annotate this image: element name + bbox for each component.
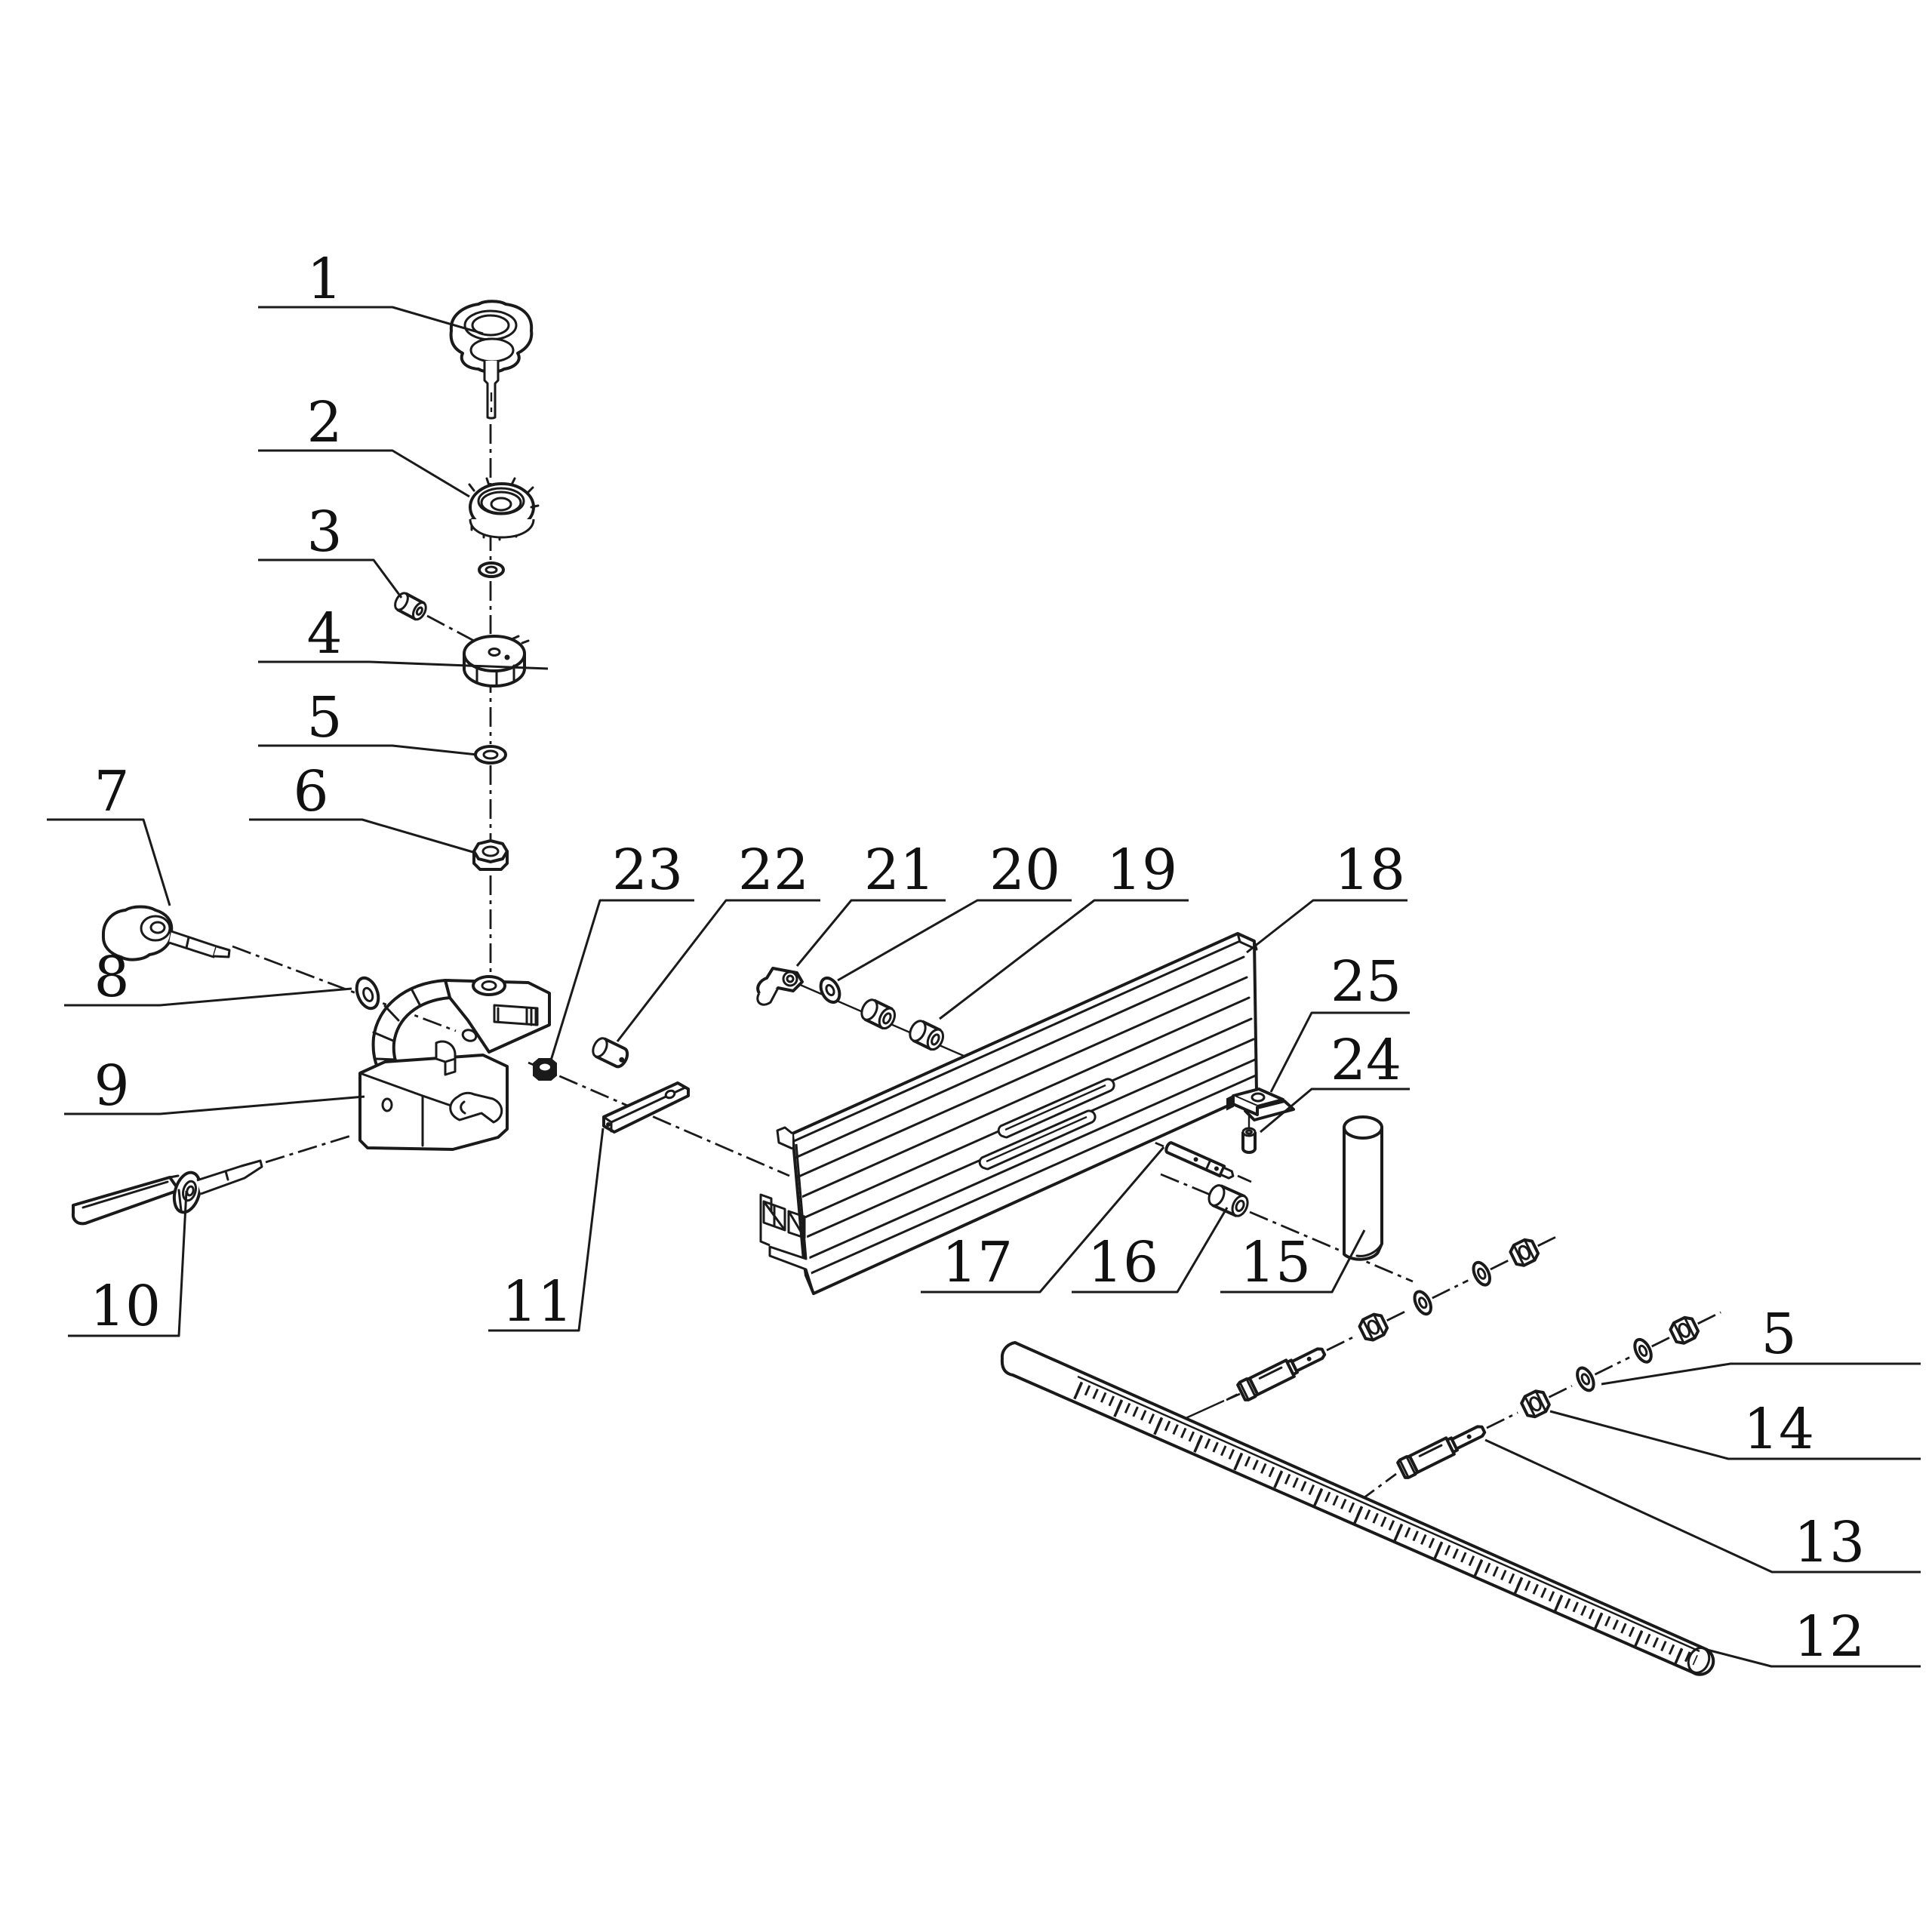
part-9-clamp-bracket bbox=[358, 975, 551, 1151]
part-10-lock-handle bbox=[71, 1159, 263, 1226]
callout-13-label: 13 bbox=[1794, 1510, 1865, 1575]
callout-1-leader bbox=[258, 306, 484, 335]
callout-25-leader bbox=[1269, 1011, 1410, 1093]
callout-2-label: 2 bbox=[306, 390, 342, 455]
callout-17-label: 17 bbox=[942, 1230, 1013, 1295]
callout-14-leader bbox=[1549, 1410, 1921, 1460]
callout-20-label: 20 bbox=[989, 838, 1060, 903]
callout-9-label: 9 bbox=[94, 1054, 129, 1118]
part-5-washer-b2 bbox=[1633, 1337, 1653, 1364]
callout-6-leader bbox=[249, 818, 476, 854]
callout-20-leader bbox=[837, 899, 1072, 982]
fence-slot-upper bbox=[997, 1078, 1115, 1139]
callout-5r-leader bbox=[1601, 1362, 1921, 1386]
callout-7-label: 7 bbox=[94, 759, 129, 824]
callout-2-leader bbox=[258, 449, 470, 498]
callout-5-label: 5 bbox=[306, 685, 342, 750]
part-2b-washer bbox=[478, 561, 505, 578]
callout-9-leader bbox=[64, 1095, 365, 1115]
fence-slot-lower bbox=[978, 1109, 1097, 1171]
callout-16-label: 16 bbox=[1088, 1230, 1158, 1295]
part-7-clamp-bolt bbox=[101, 905, 231, 961]
callout-24-label: 24 bbox=[1331, 1028, 1401, 1093]
callout-1-label: 1 bbox=[306, 247, 342, 312]
part-3-pin bbox=[394, 592, 427, 621]
part-2-lock-knob bbox=[468, 477, 540, 541]
callout-19-label: 19 bbox=[1106, 838, 1177, 903]
part-12-graduated-rod bbox=[1000, 1341, 1715, 1676]
callout-14-label: 14 bbox=[1743, 1397, 1814, 1462]
nut bbox=[1509, 1238, 1540, 1267]
hardware-chain-b bbox=[1396, 1311, 1721, 1479]
callout-11-leader bbox=[488, 1128, 605, 1332]
callout-25-label: 25 bbox=[1331, 949, 1401, 1014]
part-15-tube bbox=[1343, 1115, 1383, 1261]
part-25-clamp-plate bbox=[1226, 1088, 1295, 1121]
part-24-pin bbox=[1241, 1127, 1257, 1154]
callout-8-leader bbox=[64, 987, 352, 1007]
part-18-fence-extrusion bbox=[759, 932, 1258, 1295]
callout-12-leader bbox=[1706, 1648, 1921, 1668]
part-6-nut bbox=[472, 839, 509, 871]
part-21-clip bbox=[756, 967, 804, 1006]
callout-3-label: 3 bbox=[306, 500, 342, 565]
part-22-pin bbox=[592, 1037, 629, 1069]
callout-leaders bbox=[47, 306, 1921, 1668]
callout-7-leader bbox=[47, 818, 171, 906]
callout-23-leader bbox=[549, 899, 694, 1061]
callout-15-leader bbox=[1220, 1229, 1366, 1294]
callout-17-leader bbox=[921, 1146, 1165, 1294]
callout-22-leader bbox=[616, 899, 820, 1042]
nut bbox=[1669, 1315, 1700, 1345]
washer bbox=[1413, 1290, 1432, 1316]
callout-3-leader bbox=[258, 558, 403, 598]
callout-18-label: 18 bbox=[1334, 838, 1405, 903]
part-13-stud bbox=[1396, 1425, 1487, 1479]
part-11-slide-bar bbox=[602, 1081, 690, 1134]
callout-13-leader bbox=[1484, 1438, 1921, 1574]
part-5-washer-b1 bbox=[1576, 1366, 1595, 1392]
callout-5r-label: 5 bbox=[1761, 1302, 1796, 1367]
callout-6-label: 6 bbox=[293, 759, 328, 824]
hardware-chain-a bbox=[1227, 1234, 1560, 1401]
callout-4-leader bbox=[258, 660, 549, 670]
part-1-knob bbox=[449, 300, 534, 420]
part-14-nut bbox=[1520, 1389, 1551, 1419]
callout-18-leader bbox=[1246, 899, 1407, 954]
callout-23-label: 23 bbox=[612, 838, 683, 903]
callout-10-label: 10 bbox=[90, 1274, 161, 1339]
callout-labels: 1 2 3 4 5 6 7 8 9 10 11 23 22 21 20 19 1… bbox=[90, 247, 1865, 1669]
callout-24-leader bbox=[1260, 1088, 1410, 1134]
callout-11-label: 11 bbox=[502, 1269, 573, 1334]
callout-5-leader bbox=[258, 744, 478, 756]
part-4-cam-disc bbox=[463, 635, 530, 688]
part-8-washer bbox=[355, 976, 380, 1011]
callout-4-label: 4 bbox=[306, 601, 342, 666]
callout-10-leader bbox=[68, 1190, 188, 1337]
part-17-slot-stud bbox=[1164, 1141, 1235, 1180]
part-5-washer bbox=[474, 745, 507, 764]
washer bbox=[1472, 1260, 1491, 1287]
callout-22-label: 22 bbox=[738, 838, 809, 903]
part-20-washer bbox=[819, 976, 841, 1004]
nut bbox=[1358, 1312, 1389, 1342]
callout-21-label: 21 bbox=[864, 838, 935, 903]
callout-21-leader bbox=[795, 899, 946, 967]
callout-15-label: 15 bbox=[1240, 1230, 1311, 1295]
part-16-sleeve bbox=[1208, 1184, 1249, 1217]
callout-19-leader bbox=[939, 899, 1189, 1020]
callout-16-leader bbox=[1072, 1207, 1229, 1294]
part-19-bushings bbox=[860, 998, 945, 1051]
part-23-nut bbox=[533, 1058, 557, 1081]
callout-12-label: 12 bbox=[1794, 1604, 1865, 1669]
callout-8-label: 8 bbox=[94, 945, 129, 1010]
